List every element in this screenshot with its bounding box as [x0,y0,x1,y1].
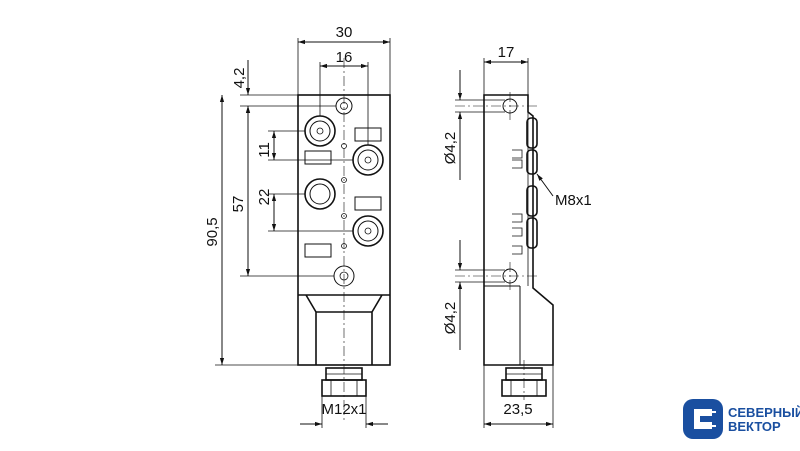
logo-line-2: ВЕКТОР [728,419,781,434]
led-window-2 [304,150,332,165]
side-socket-3 [526,185,538,217]
dim-side-connector: M8x1 [555,192,592,209]
side-socket-4 [526,217,538,249]
m12-connector-front [321,367,367,397]
dim-front-offset: 4,2 [231,68,248,89]
side-hole-top [455,92,540,120]
side-view: Ø4,2 Ø4,2 17 M8x1 23,5 [442,44,592,428]
socket-2 [352,144,384,176]
side-tabs [512,149,523,255]
dim-side-hole-bottom: Ø4,2 [442,302,459,335]
dim-side-depth: 17 [498,44,515,61]
company-logo: СЕВЕРНЫЙ ВЕКТОР [683,399,800,439]
dim-front-height: 90,5 [204,217,221,246]
dim-front-pitch-22: 22 [256,189,273,206]
socket-3 [304,178,336,210]
led-window-4 [304,243,332,258]
socket-1 [304,115,336,147]
dim-front-pitch-11: 11 [256,142,273,158]
side-body-outline [483,94,554,366]
dim-front-width: 30 [336,24,353,41]
side-socket-1 [526,117,538,149]
led-window-3 [354,196,382,211]
side-hole-bottom [455,262,540,290]
status-dots [341,143,347,249]
dim-front-connector: M12x1 [321,401,366,418]
front-view: 4,2 11 22 57 90,5 30 16 M12x1 [204,24,391,428]
side-socket-2 [526,149,538,175]
dim-front-pitch-57: 57 [230,196,247,213]
dim-side-width: 23,5 [503,401,532,418]
dim-side-hole-top: Ø4,2 [442,132,459,165]
logo-mark [683,399,723,439]
dim-front-pitch: 16 [336,49,353,66]
logo-line-1: СЕВЕРНЫЙ [728,405,800,420]
socket-4 [352,215,384,247]
